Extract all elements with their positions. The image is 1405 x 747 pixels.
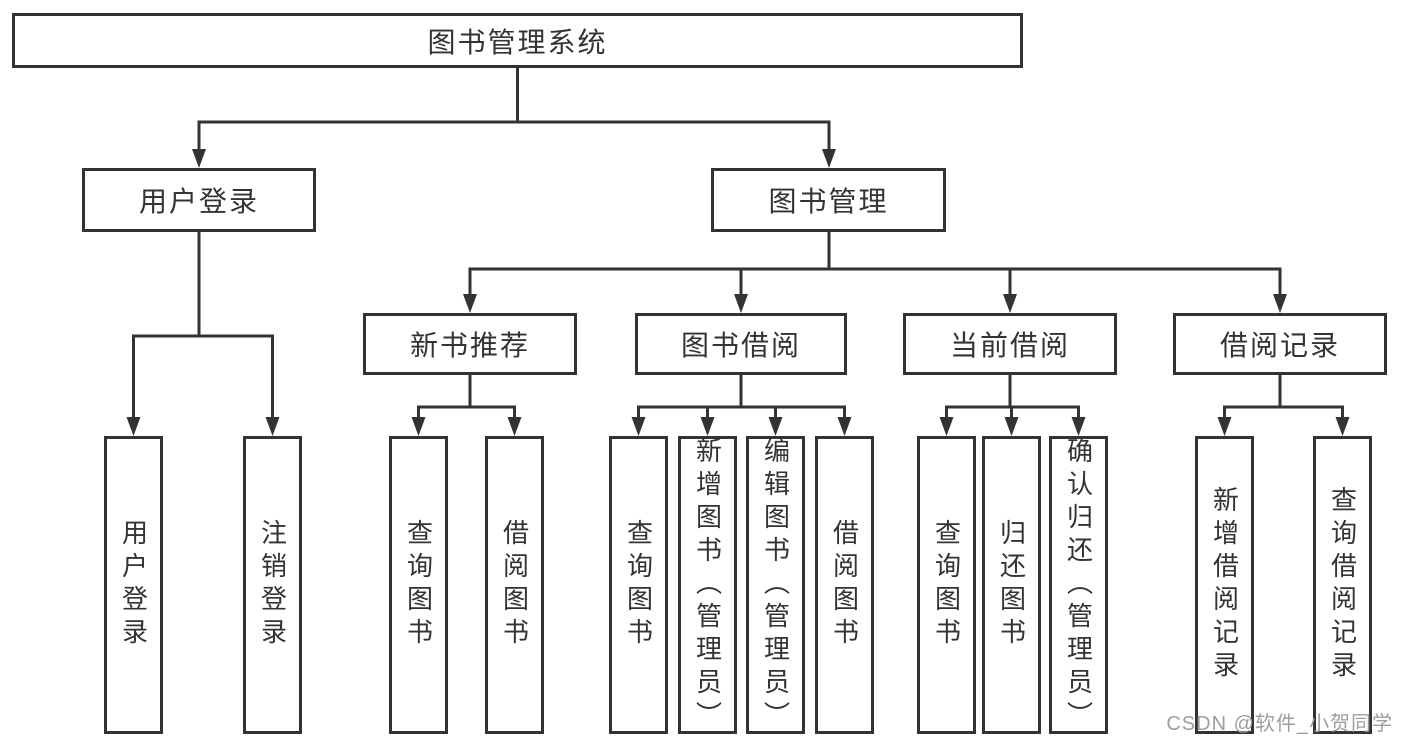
leaf-borrow-books-1: 借阅图书: [485, 436, 544, 734]
arrowhead-icon: [126, 417, 141, 436]
leaf-add-book-admin: 新增图书（管理员）: [678, 436, 737, 734]
node-user-login: 用户登录: [82, 168, 316, 232]
leaf-query-borrow-record: 查询借阅记录: [1313, 436, 1372, 734]
leaf-label: 归还图书: [996, 519, 1027, 651]
leaf-query-books-3: 查询图书: [917, 436, 976, 734]
arrowhead-icon: [1273, 294, 1287, 313]
arrowhead-icon: [1335, 417, 1350, 436]
leaf-edit-book-admin: 编辑图书（管理员）: [746, 436, 805, 734]
arrowhead-icon: [463, 294, 477, 313]
arrowhead-icon: [1217, 417, 1232, 436]
watermark-text: CSDN @软件_小贺同学: [1166, 713, 1393, 735]
node-current-borrowing: 当前借阅: [903, 313, 1117, 375]
node-library-management-system: 图书管理系统: [12, 13, 1023, 68]
leaf-add-borrow-record: 新增借阅记录: [1195, 436, 1254, 734]
arrowhead-icon: [822, 149, 836, 168]
arrowhead-icon: [837, 417, 852, 436]
leaf-label: 编辑图书（管理员）: [760, 436, 791, 734]
arrowhead-icon: [507, 417, 522, 436]
arrowhead-icon: [734, 294, 748, 313]
node-borrow-records: 借阅记录: [1173, 313, 1387, 375]
arrowhead-icon: [1003, 294, 1017, 313]
leaf-label: 查询借阅记录: [1327, 486, 1358, 684]
arrowhead-icon: [768, 417, 783, 436]
leaf-label: 查询图书: [931, 519, 962, 651]
node-book-management: 图书管理: [711, 168, 946, 232]
leaf-return-books: 归还图书: [982, 436, 1041, 734]
arrowhead-icon: [265, 417, 280, 436]
leaf-label: 用户登录: [118, 519, 149, 651]
node-book-borrowing: 图书借阅: [635, 313, 847, 375]
leaf-label: 查询图书: [623, 519, 654, 651]
arrowhead-icon: [1004, 417, 1019, 436]
arrowhead-icon: [631, 417, 646, 436]
arrowhead-icon: [192, 149, 206, 168]
leaf-label: 确认归还（管理员）: [1063, 436, 1094, 734]
leaf-label: 注销登录: [257, 519, 288, 651]
node-new-book-recommendation: 新书推荐: [363, 313, 577, 375]
arrowhead-icon: [939, 417, 954, 436]
leaf-user-login: 用户登录: [104, 436, 163, 734]
leaf-label: 查询图书: [403, 519, 434, 651]
leaf-label: 借阅图书: [829, 519, 860, 651]
arrowhead-icon: [700, 417, 715, 436]
arrowhead-icon: [1071, 417, 1086, 436]
arrowhead-icon: [411, 417, 426, 436]
leaf-label: 新增借阅记录: [1209, 486, 1240, 684]
leaf-query-books-1: 查询图书: [389, 436, 448, 734]
leaf-label: 借阅图书: [499, 519, 530, 651]
leaf-label: 新增图书（管理员）: [692, 436, 723, 734]
leaf-logout: 注销登录: [243, 436, 302, 734]
leaf-confirm-return-admin: 确认归还（管理员）: [1049, 436, 1108, 734]
leaf-borrow-books-2: 借阅图书: [815, 436, 874, 734]
leaf-query-books-2: 查询图书: [609, 436, 668, 734]
